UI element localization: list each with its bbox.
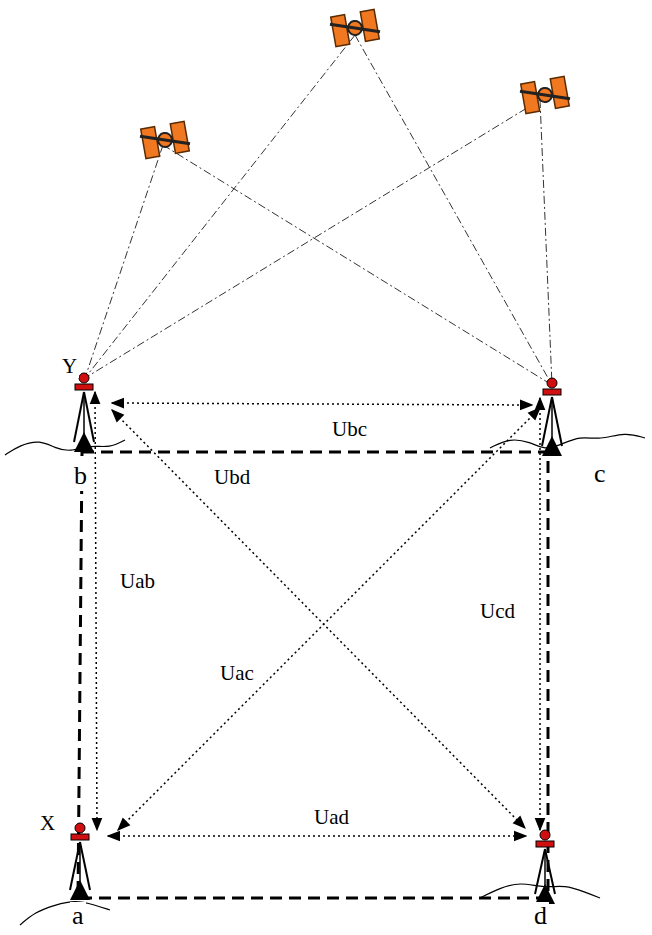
baseline-label: Uab	[118, 570, 157, 593]
station-label: d	[532, 902, 549, 931]
antenna	[540, 830, 550, 840]
baseline-vector	[112, 403, 532, 405]
baseline-vector	[95, 392, 97, 830]
receiver-body	[543, 389, 561, 395]
station-marker	[74, 432, 94, 452]
antenna	[79, 373, 89, 383]
satellite-signal-line	[163, 145, 552, 385]
receiver-label: X	[38, 812, 57, 835]
baseline-label: Ubc	[330, 418, 369, 441]
satellite-signal-line	[85, 35, 355, 378]
station-label: a	[70, 902, 86, 931]
satellite	[329, 9, 381, 47]
satellite-boom	[520, 83, 570, 107]
station-label: c	[592, 460, 608, 489]
satellite-signal-line	[540, 100, 552, 385]
ground-line	[20, 902, 110, 925]
baseline-vector	[108, 835, 526, 837]
receiver-body	[71, 834, 89, 840]
receiver-body	[75, 384, 93, 390]
baseline-label: Ubd	[212, 466, 252, 489]
satellite-signal-line	[85, 145, 163, 378]
tripod-leg	[84, 392, 94, 442]
antenna	[75, 823, 85, 833]
survey-square	[78, 452, 548, 898]
station-marker	[535, 884, 555, 904]
baseline-label: Uad	[312, 806, 351, 829]
tripod-leg	[552, 397, 562, 446]
solar-panel	[360, 9, 379, 41]
satellite	[139, 121, 191, 159]
receiver-body	[536, 841, 554, 847]
station-label: b	[72, 462, 89, 491]
solar-panel	[141, 127, 160, 159]
satellite	[519, 76, 571, 114]
tripod-leg	[74, 392, 84, 442]
solar-panel	[331, 15, 350, 47]
solar-panel	[170, 121, 189, 153]
solar-panel	[521, 82, 540, 114]
tripod-leg	[80, 842, 90, 890]
antenna	[547, 378, 557, 388]
satellite-signal-line	[355, 35, 552, 385]
baseline-vector	[539, 398, 541, 830]
station-marker	[542, 436, 562, 456]
receiver-label: Y	[60, 355, 79, 378]
solar-panel	[550, 76, 569, 108]
gps-receiver	[535, 830, 555, 904]
tripod-leg	[70, 842, 80, 890]
baseline-vector	[118, 408, 540, 830]
satellite-boom	[140, 128, 190, 152]
baseline-label: Ucd	[478, 600, 517, 623]
satellite-boom	[330, 16, 380, 40]
baseline-vector	[112, 410, 525, 828]
tripod-leg	[542, 397, 552, 446]
gps-receiver	[542, 378, 562, 456]
satellite-signal-line	[85, 100, 540, 378]
station-marker	[70, 880, 90, 900]
gps-receiver	[70, 823, 90, 900]
ground-line	[490, 434, 645, 448]
gps-receiver	[74, 373, 94, 452]
baseline-label: Uac	[218, 662, 256, 685]
